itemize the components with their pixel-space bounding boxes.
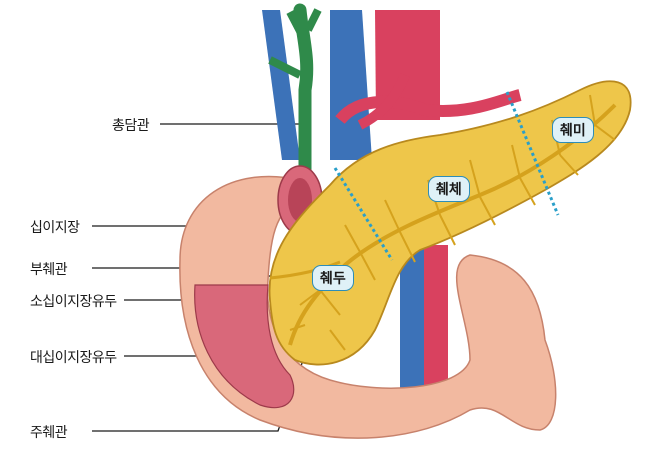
label-minor-duodenal-papilla: 소십이지장유두 <box>30 294 117 310</box>
portal-vein <box>330 10 372 160</box>
region-label-body: 췌체 <box>428 176 470 202</box>
hepatic-artery <box>357 73 410 130</box>
head-body-divider <box>333 167 394 261</box>
duodenum-lumen <box>194 284 295 409</box>
pancreas <box>268 80 632 366</box>
sma-vein <box>400 245 430 388</box>
label-major-duodenal-papilla: 대십이지장유두 <box>30 350 117 366</box>
pancreas-outline <box>268 80 632 366</box>
sma-artery <box>424 245 448 388</box>
vein-upper <box>262 10 300 160</box>
splenic-artery <box>335 89 522 125</box>
label-main-pancreatic-duct: 주췌관 <box>30 425 68 441</box>
region-label-head: 췌두 <box>312 265 354 291</box>
main-pancreatic-duct <box>288 103 617 346</box>
bile-duct-branches <box>268 8 322 79</box>
label-accessory-pancreatic-duct: 부췌관 <box>30 262 68 278</box>
label-duodenum: 십이지장 <box>30 220 80 236</box>
body-tail-divider <box>505 91 560 216</box>
region-label-tail: 췌미 <box>552 117 594 143</box>
label-common-bile-duct: 총담관 <box>112 118 150 134</box>
accessory-pancreatic-duct <box>269 260 341 280</box>
